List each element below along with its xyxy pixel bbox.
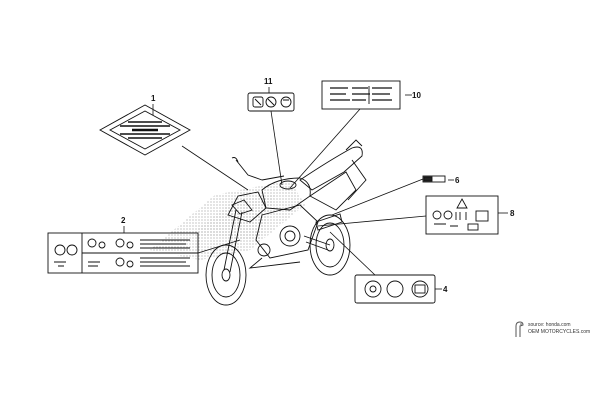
callout-6: 6 bbox=[455, 176, 460, 185]
source-line: source: honda.com bbox=[528, 322, 571, 328]
callout-10: 10 bbox=[412, 91, 421, 100]
leader-lines bbox=[123, 87, 508, 290]
label-2-panel bbox=[47, 232, 199, 274]
front-cowl bbox=[227, 191, 267, 223]
label-10-text-plate bbox=[321, 80, 401, 110]
front-wheel bbox=[205, 244, 247, 306]
engine bbox=[255, 204, 319, 259]
callout-11: 11 bbox=[264, 77, 273, 86]
swingarm-label-area bbox=[315, 213, 343, 231]
motorcycle-drawing bbox=[205, 139, 367, 306]
source-credit: source: honda.com OEM MOTORCYCLES.com bbox=[528, 322, 590, 336]
callout-8: 8 bbox=[510, 209, 515, 218]
watermark-line: OEM MOTORCYCLES.com bbox=[528, 329, 591, 335]
watermark-logo-icon bbox=[515, 321, 524, 337]
callout-1: 1 bbox=[151, 94, 156, 103]
label-6-bar bbox=[422, 175, 446, 183]
callout-4: 4 bbox=[443, 285, 448, 294]
label-4-gauges bbox=[354, 274, 436, 304]
label-1-emblem bbox=[99, 104, 191, 156]
label-11-icons bbox=[247, 92, 295, 112]
seat bbox=[299, 146, 363, 191]
label-8-warning bbox=[425, 195, 499, 235]
callout-2: 2 bbox=[121, 216, 126, 225]
